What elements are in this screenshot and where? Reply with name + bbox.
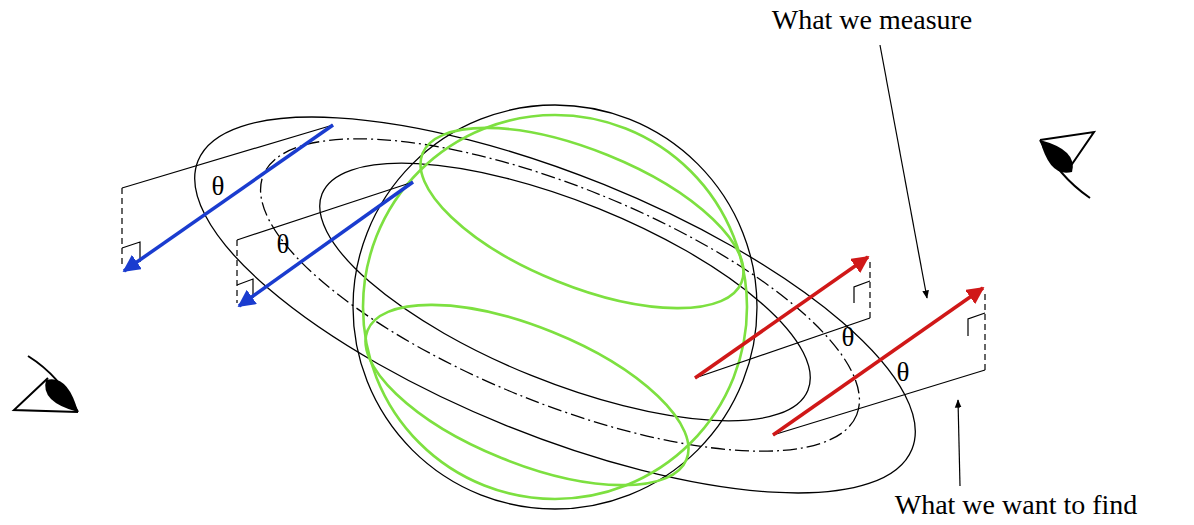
angle-symbol: θ bbox=[842, 323, 855, 353]
leader-lines bbox=[880, 45, 960, 486]
callout-label: What we measure bbox=[772, 5, 973, 36]
observer-eye bbox=[14, 356, 78, 412]
observer-eye bbox=[1040, 132, 1094, 198]
callout-label: What we want to find bbox=[895, 490, 1138, 521]
velocity-arrows bbox=[124, 125, 983, 435]
galaxy-rings bbox=[149, 40, 960, 525]
angle-symbol: θ bbox=[897, 358, 910, 388]
bulge-ellipses bbox=[342, 91, 767, 523]
angle-symbol: θ bbox=[212, 172, 225, 202]
projection-lines bbox=[122, 125, 985, 435]
angle-symbol: θ bbox=[277, 230, 290, 260]
